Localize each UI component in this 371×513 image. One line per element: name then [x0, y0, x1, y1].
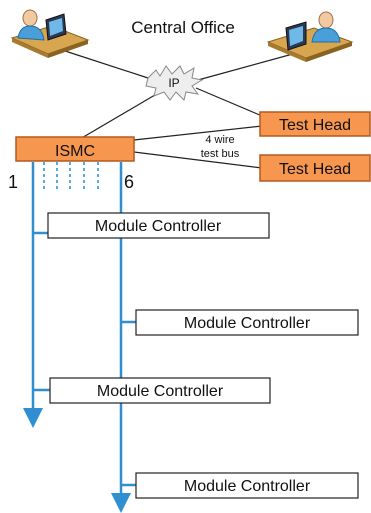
link-cloud-testhead	[195, 87, 263, 117]
port-number-first: 1	[8, 172, 18, 192]
workstation-icon-left	[10, 9, 90, 58]
module-controller-label: Module Controller	[95, 218, 222, 235]
link-cloud-ismc	[79, 91, 161, 140]
cloud-label: IP	[168, 76, 179, 90]
module-controller-4: Module Controller	[135, 472, 359, 499]
test-head-box-2: Test Head	[259, 154, 371, 182]
ismc-label: ISMC	[55, 143, 95, 160]
module-controller-label: Module Controller	[184, 315, 311, 332]
network-links	[61, 49, 301, 169]
link-left-workstation-cloud	[61, 49, 149, 79]
module-controller-2: Module Controller	[135, 309, 359, 336]
test-head-box-1: Test Head	[259, 111, 371, 137]
module-controller-label: Module Controller	[184, 478, 311, 495]
link-ismc-testhead-1	[133, 125, 263, 141]
module-controller-label: Module Controller	[97, 383, 224, 400]
bus-label-line1: 4 wire	[205, 134, 234, 146]
link-right-workstation-cloud	[197, 51, 301, 81]
link-ismc-testhead-2	[133, 151, 263, 169]
module-controller-1: Module Controller	[47, 212, 270, 239]
port-number-last: 6	[124, 172, 134, 192]
dashed-port-lines	[43, 162, 99, 192]
cloud-icon: IP	[145, 65, 204, 101]
bus-label-line2: test bus	[201, 148, 240, 160]
ismc-box: ISMC	[15, 136, 135, 162]
module-controller-3: Module Controller	[49, 377, 271, 404]
central-office-title: Central Office	[131, 18, 235, 37]
workstation-icon-right	[266, 11, 354, 62]
test-head-label: Test Head	[279, 117, 351, 134]
test-head-label: Test Head	[279, 161, 351, 178]
